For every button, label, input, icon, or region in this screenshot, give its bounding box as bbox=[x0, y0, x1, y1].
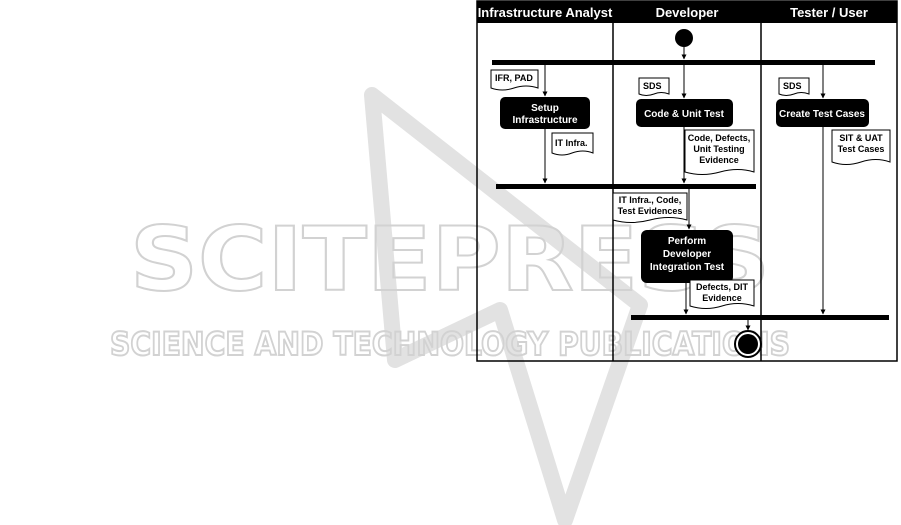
artifact-defects-line: Evidence bbox=[702, 293, 742, 303]
activity-code-unit-test: Code & Unit Test bbox=[636, 99, 733, 127]
artifact-ifr-pad: IFR, PAD bbox=[495, 73, 533, 83]
lane-title-tester-user: Tester / User bbox=[790, 5, 868, 20]
activity-box bbox=[641, 230, 733, 283]
end-node bbox=[738, 334, 758, 354]
artifact-it-infra-doc bbox=[551, 132, 594, 156]
artifact-sds-test: SDS bbox=[783, 81, 802, 91]
activity-box bbox=[776, 99, 869, 127]
artifact-code-evidence-line: Evidence bbox=[699, 155, 739, 165]
artifact-sds-dev: SDS bbox=[643, 81, 662, 91]
artifact-sit-uat-doc bbox=[831, 129, 891, 165]
join-bar-infrastructure bbox=[496, 184, 756, 189]
lane-title-developer: Developer bbox=[656, 5, 719, 20]
artifact-sit-uat-line: Test Cases bbox=[838, 144, 885, 154]
activity-setup-infrastructure: Setup Infrastructure bbox=[500, 97, 590, 129]
activity-label: Create Test Cases bbox=[779, 109, 865, 120]
artifact-infra-code-line: Test Evidences bbox=[618, 206, 683, 216]
activity-box bbox=[636, 99, 733, 127]
artifact-infra-code-line: IT Infra., Code, bbox=[619, 195, 682, 205]
artifact-code-evidence-doc bbox=[684, 129, 755, 175]
artifact-defects-line: Defects, DIT bbox=[696, 282, 749, 292]
artifact-sds-test-doc bbox=[778, 77, 810, 96]
diagram-frame bbox=[476, 0, 898, 362]
join-bar-final bbox=[631, 315, 889, 320]
artifact-infra-code-doc bbox=[612, 192, 688, 223]
activity-label: Integration Test bbox=[650, 262, 725, 273]
activity-perform-developer-integration-test: Perform Developer Integration Test bbox=[641, 230, 733, 283]
fork-bar bbox=[492, 60, 875, 65]
activity-label: Code & Unit Test bbox=[644, 109, 724, 120]
artifact-code-evidence-line: Unit Testing bbox=[693, 144, 744, 154]
activity-box bbox=[500, 97, 590, 129]
start-node bbox=[675, 29, 693, 47]
artifact-ifr-pad-doc bbox=[490, 69, 539, 91]
activity-label: Developer bbox=[663, 249, 711, 260]
activity-label: Perform bbox=[668, 236, 706, 247]
artifact-defects-doc bbox=[689, 279, 755, 309]
activity-label: Setup bbox=[531, 103, 559, 114]
lane-header-bar bbox=[477, 1, 897, 23]
artifact-code-evidence-line: Code, Defects, bbox=[688, 133, 751, 143]
activity-diagram: Infrastructure Analyst Developer Tester … bbox=[476, 0, 898, 362]
artifact-it-infra: IT Infra. bbox=[555, 138, 588, 148]
artifact-sit-uat-line: SIT & UAT bbox=[839, 133, 883, 143]
activity-create-test-cases: Create Test Cases bbox=[776, 99, 869, 127]
lane-title-infrastructure-analyst: Infrastructure Analyst bbox=[478, 5, 613, 20]
activity-label: Infrastructure bbox=[512, 115, 577, 126]
artifact-sds-dev-doc bbox=[638, 77, 670, 96]
